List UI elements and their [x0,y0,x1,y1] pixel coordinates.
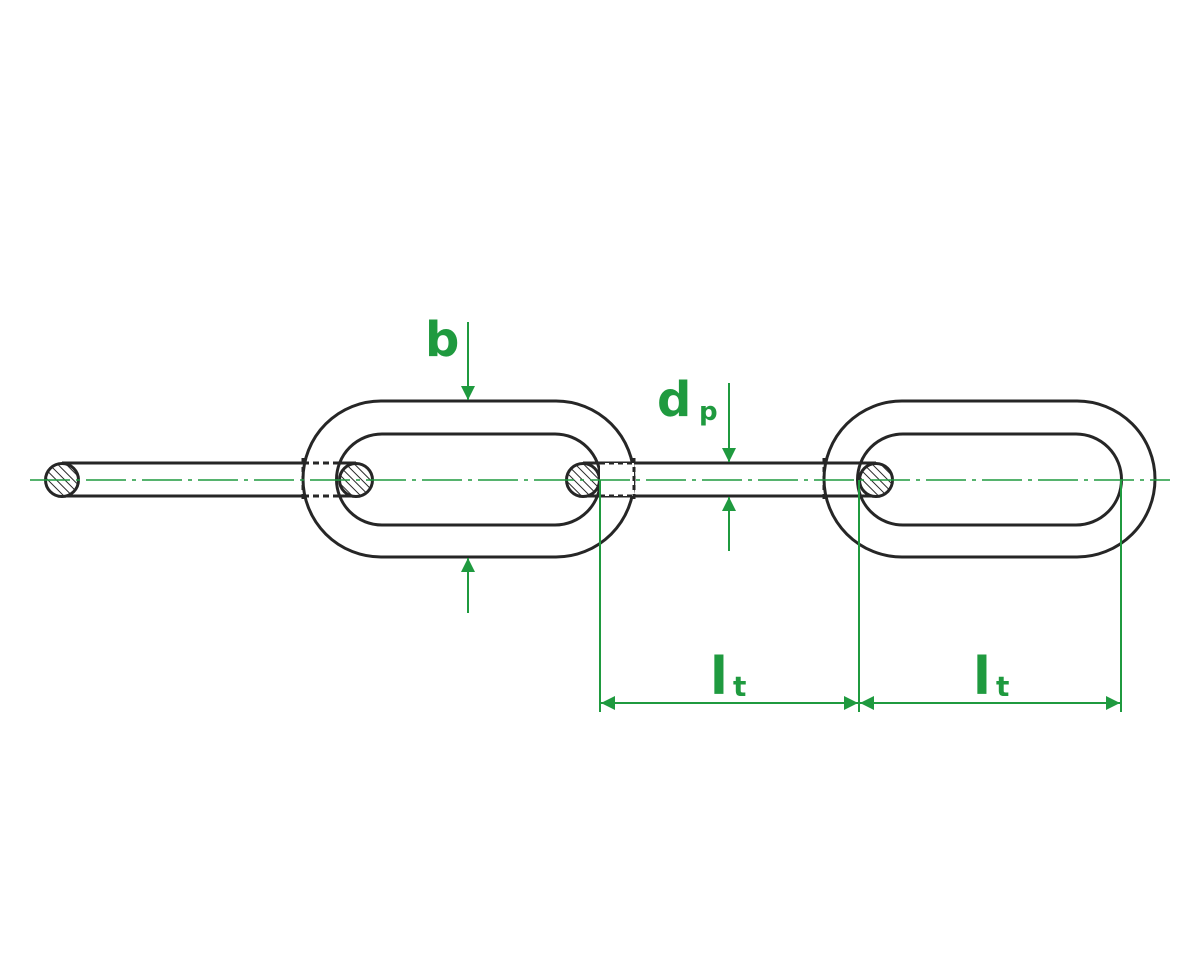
label-l-1: l [710,647,728,707]
label-t-subscript-2: t [996,670,1009,703]
label-p-subscript: p [699,397,718,427]
label-b: b [425,312,459,368]
chain-link-flat-right [822,399,1157,559]
chain-link-flat-left [301,399,636,559]
label-l-2: l [973,647,991,707]
label-d: d [657,372,691,428]
label-t-subscript-1: t [733,670,746,703]
